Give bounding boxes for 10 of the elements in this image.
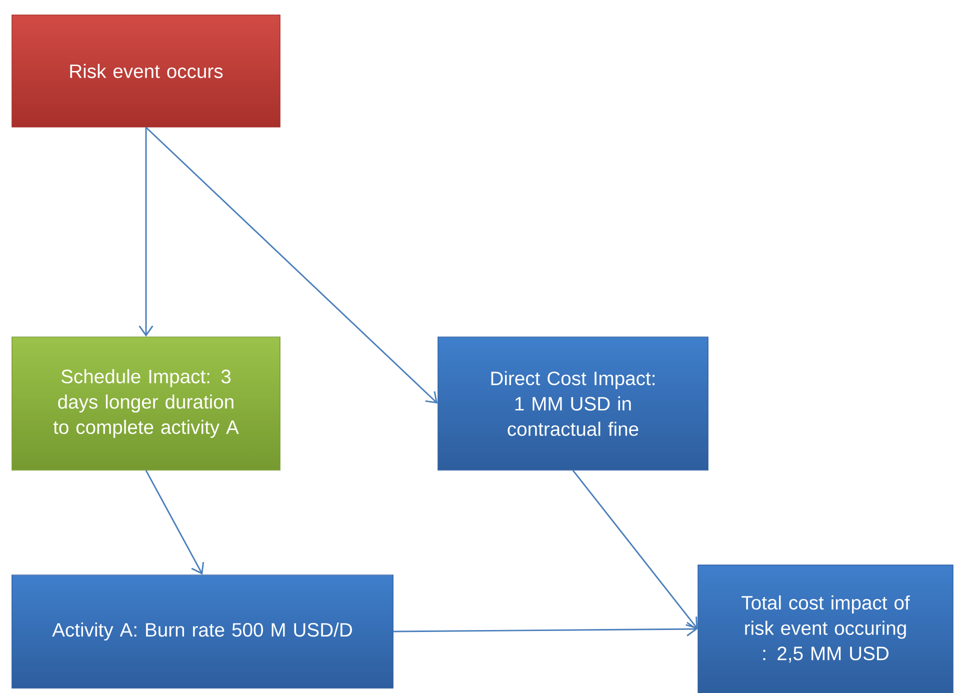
process-box: Activity A: Burn rate 500 M USD/D xyxy=(12,574,394,688)
process-box: Total cost impact of risk event occuring : 2,5 MM USD xyxy=(698,564,954,693)
process-box: Schedule Impact: 3 days longer duration to complete activity A xyxy=(12,336,280,470)
process-box: Direct Cost Impact: 1 MM USD in contractual fine xyxy=(438,336,708,470)
arrow xyxy=(145,470,204,575)
arrow xyxy=(393,622,698,636)
arrow xyxy=(146,126,438,404)
arrow xyxy=(572,470,698,629)
arrow xyxy=(138,127,154,337)
process-box: Risk event occurs xyxy=(12,14,280,128)
